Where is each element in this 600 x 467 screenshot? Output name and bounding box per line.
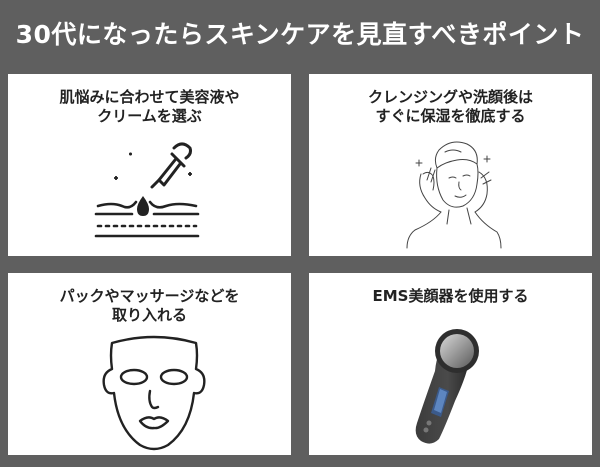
card-moisturize: クレンジングや洗顔後は すぐに保湿を徹底する: [309, 74, 592, 256]
card-title: EMS美顔器を使用する: [309, 287, 592, 306]
card-title-line: パックやマッサージなどを: [59, 287, 240, 305]
card-ems: EMS美顔器を使用する: [309, 273, 592, 455]
card-title: 肌悩みに合わせて美容液や クリームを選ぶ: [8, 88, 291, 126]
card-title-line: クリームを選ぶ: [97, 107, 202, 125]
card-title-line: クレンジングや洗顔後は: [367, 88, 533, 106]
card-title-line: EMS美顔器を使用する: [372, 287, 529, 305]
header-banner: 30代になったらスキンケアを見直すべきポイント: [0, 0, 600, 66]
card-title-line: すぐに保湿を徹底する: [375, 107, 526, 125]
page-title: 30代になったらスキンケアを見直すべきポイント: [15, 20, 585, 49]
card-serum: 肌悩みに合わせて美容液や クリームを選ぶ: [8, 74, 291, 256]
card-title-line: 肌悩みに合わせて美容液や: [59, 88, 240, 106]
card-mask: パックやマッサージなどを 取り入れる: [8, 273, 291, 455]
face-care-icon: [406, 141, 502, 249]
card-title: パックやマッサージなどを 取り入れる: [8, 287, 291, 325]
card-title-line: 取り入れる: [111, 306, 187, 324]
ems-device-icon: [415, 329, 479, 444]
card-title: クレンジングや洗顔後は すぐに保湿を徹底する: [309, 88, 592, 126]
serum-dropper-icon: [94, 142, 200, 238]
face-mask-icon: [102, 335, 206, 451]
